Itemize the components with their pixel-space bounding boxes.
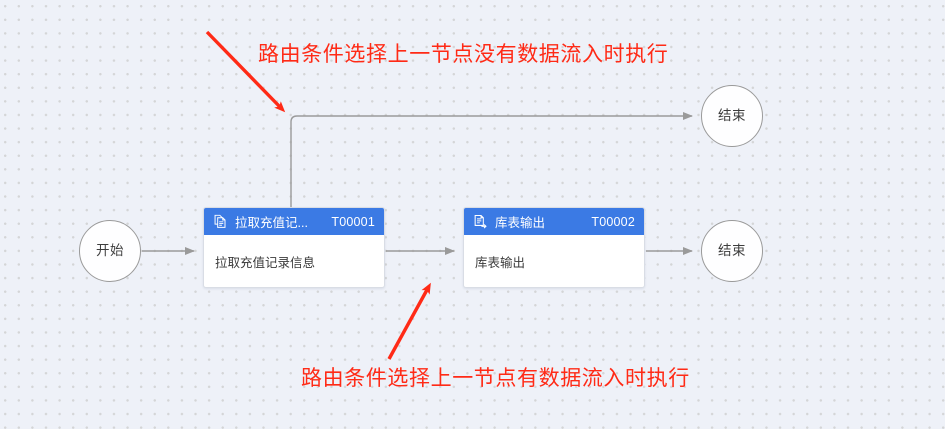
task-node-output[interactable]: 库表输出 T00002 库表输出 [463, 207, 645, 288]
annotation-text-bottom: 路由条件选择上一节点有数据流入时执行 [301, 366, 690, 390]
task-node-output-header[interactable]: 库表输出 T00002 [464, 208, 644, 235]
task-node-fetch-header[interactable]: 拉取充值记... T00001 [204, 208, 384, 235]
task-node-fetch-code: T00001 [331, 214, 375, 229]
end-node-bottom[interactable]: 结束 [701, 220, 763, 282]
start-node[interactable]: 开始 [79, 220, 141, 282]
task-node-output-title: 库表输出 [495, 216, 546, 230]
task-node-fetch-title: 拉取充值记... [235, 216, 308, 230]
start-node-label: 开始 [96, 243, 124, 259]
task-node-fetch[interactable]: 拉取充值记... T00001 拉取充值记录信息 [203, 207, 385, 288]
annotation-arrow-bottom-icon [387, 282, 431, 360]
task-node-output-body: 库表输出 [475, 255, 526, 270]
annotation-text-top: 路由条件选择上一节点没有数据流入时执行 [258, 42, 669, 66]
document-export-icon [474, 214, 487, 229]
task-node-fetch-body: 拉取充值记录信息 [215, 255, 316, 270]
end-node-bottom-label: 结束 [718, 243, 746, 259]
end-node-top-label: 结束 [718, 108, 746, 124]
task-node-output-code: T00002 [591, 214, 635, 229]
edge-fetch-to-end-top [290, 112, 693, 207]
end-node-top[interactable]: 结束 [701, 85, 763, 147]
document-icon [214, 214, 226, 228]
